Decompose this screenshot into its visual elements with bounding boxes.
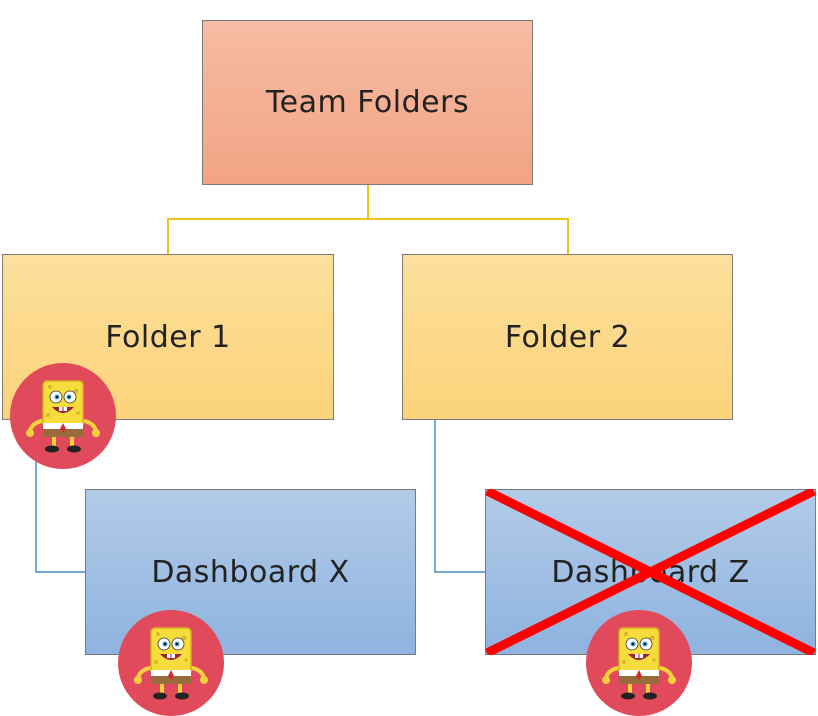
connector-root-to-folder-2 [368, 218, 569, 254]
folder-node-label: Folder 2 [504, 319, 631, 355]
connector-folder2-to-dashboard-z [434, 420, 485, 573]
root-node-label: Team Folders [265, 85, 470, 120]
dashboard-node-label: Dashboard Z [551, 554, 750, 590]
folder-node-label: Folder 1 [105, 319, 231, 355]
connector-root-to-folders [167, 185, 369, 254]
root-node-team-folders: Team Folders [202, 20, 533, 185]
folder-node-2: Folder 2 [402, 254, 733, 420]
spongebob-character-icon [10, 363, 116, 469]
spongebob-character-icon [118, 610, 224, 716]
folder-node-1: Folder 1 [2, 254, 334, 420]
spongebob-character-icon [586, 610, 692, 716]
dashboard-node-label: Dashboard X [151, 554, 350, 590]
